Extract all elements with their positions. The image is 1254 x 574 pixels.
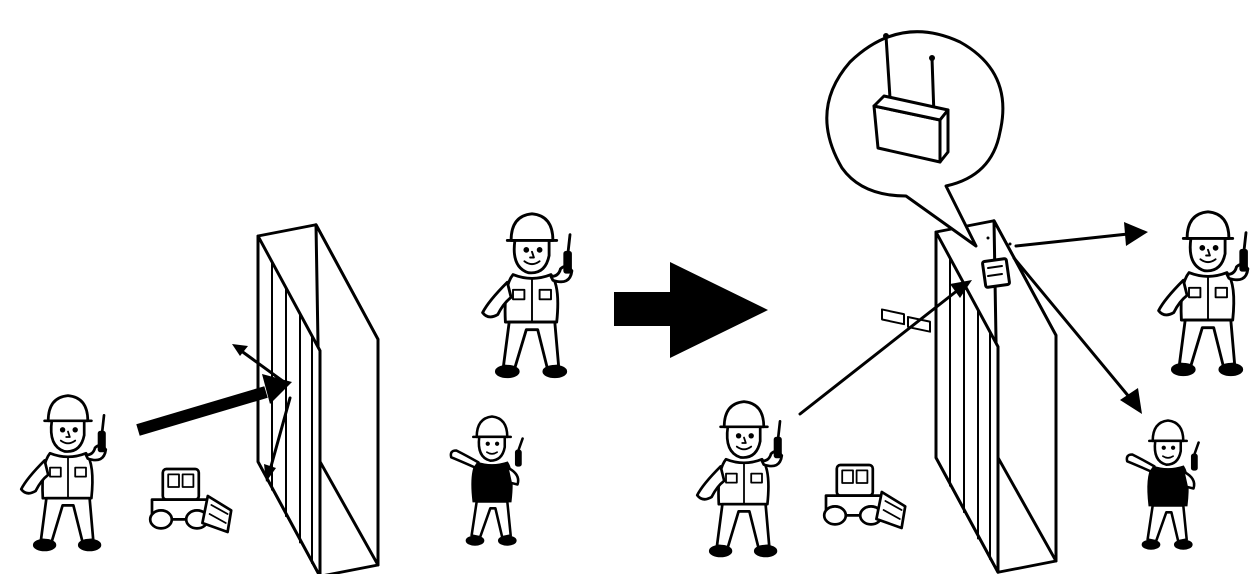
- worker-dark-shirt-icon: [1127, 421, 1199, 549]
- worker-with-radio-icon: [1159, 212, 1248, 375]
- panel-after: [697, 32, 1248, 573]
- worker-with-radio-icon: [21, 396, 106, 551]
- construction-machine-icon: [824, 465, 905, 528]
- panel-before: [21, 214, 572, 574]
- worker-with-radio-icon: [483, 214, 572, 377]
- worker-dark-shirt-icon: [451, 417, 523, 545]
- building-wall-icon: [258, 225, 378, 574]
- construction-machine-icon: [150, 469, 231, 532]
- right-arrow-icon: [614, 262, 768, 358]
- worker-with-radio-icon: [697, 402, 782, 557]
